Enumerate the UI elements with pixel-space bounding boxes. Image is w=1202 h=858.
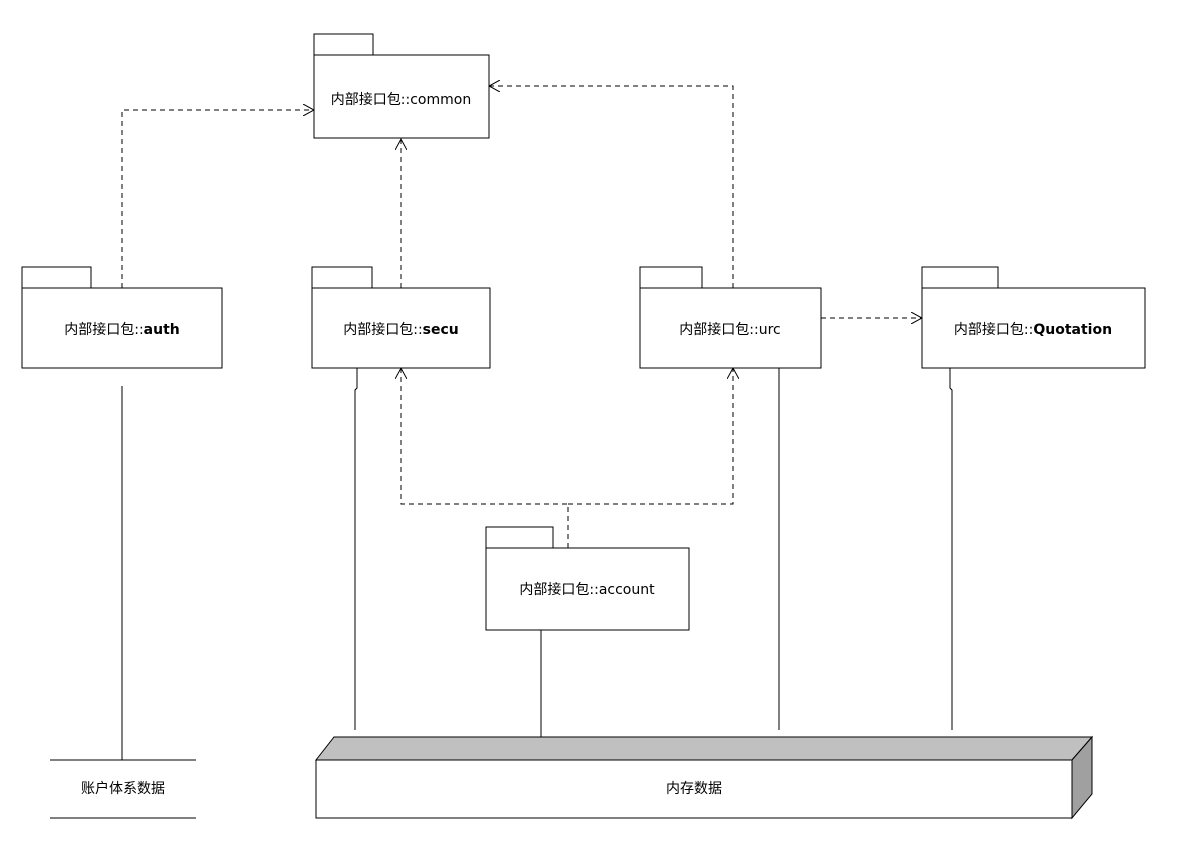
datastore-account-system[interactable]: 账户体系数据 xyxy=(50,759,196,819)
dependency-account-to-urc xyxy=(568,368,733,505)
package-label: 内部接口包::account xyxy=(519,581,655,598)
package-body xyxy=(313,54,490,139)
link-quotation-to-memory xyxy=(949,368,953,730)
package-tab xyxy=(485,526,554,549)
package-body xyxy=(639,287,822,369)
package-label: 内部接口包::secu xyxy=(343,321,459,338)
dependency-auth-to-common xyxy=(121,110,314,288)
package-quotation[interactable]: 内部接口包::Quotation xyxy=(921,266,1146,369)
dependency-account-to-secu xyxy=(401,368,569,548)
datastore-memory[interactable]: 内存数据 xyxy=(314,735,1094,820)
store-label: 内存数据 xyxy=(666,781,722,797)
package-body xyxy=(921,287,1146,369)
package-tab xyxy=(311,266,373,289)
store-front-face xyxy=(315,759,1073,819)
package-tab xyxy=(921,266,999,289)
package-body xyxy=(311,287,491,369)
package-tab xyxy=(639,266,703,289)
package-account[interactable]: 内部接口包::account xyxy=(485,526,690,631)
package-label: 内部接口包::Quotation xyxy=(954,321,1112,338)
package-urc[interactable]: 内部接口包::urc xyxy=(639,266,822,369)
store-top-face xyxy=(314,736,1094,761)
package-tab xyxy=(313,33,374,56)
package-body xyxy=(485,547,690,631)
package-tab xyxy=(21,266,92,289)
package-body xyxy=(21,287,223,369)
package-auth[interactable]: 内部接口包::auth xyxy=(21,266,223,369)
store-label: 账户体系数据 xyxy=(81,780,165,797)
dependency-urc-to-common xyxy=(489,86,734,288)
package-label: 内部接口包::common xyxy=(331,91,471,108)
package-common[interactable]: 内部接口包::common xyxy=(313,33,490,139)
package-secu[interactable]: 内部接口包::secu xyxy=(311,266,491,369)
link-secu-to-memory xyxy=(354,368,358,730)
package-label: 内部接口包::urc xyxy=(679,321,780,338)
package-label: 内部接口包::auth xyxy=(64,321,180,338)
